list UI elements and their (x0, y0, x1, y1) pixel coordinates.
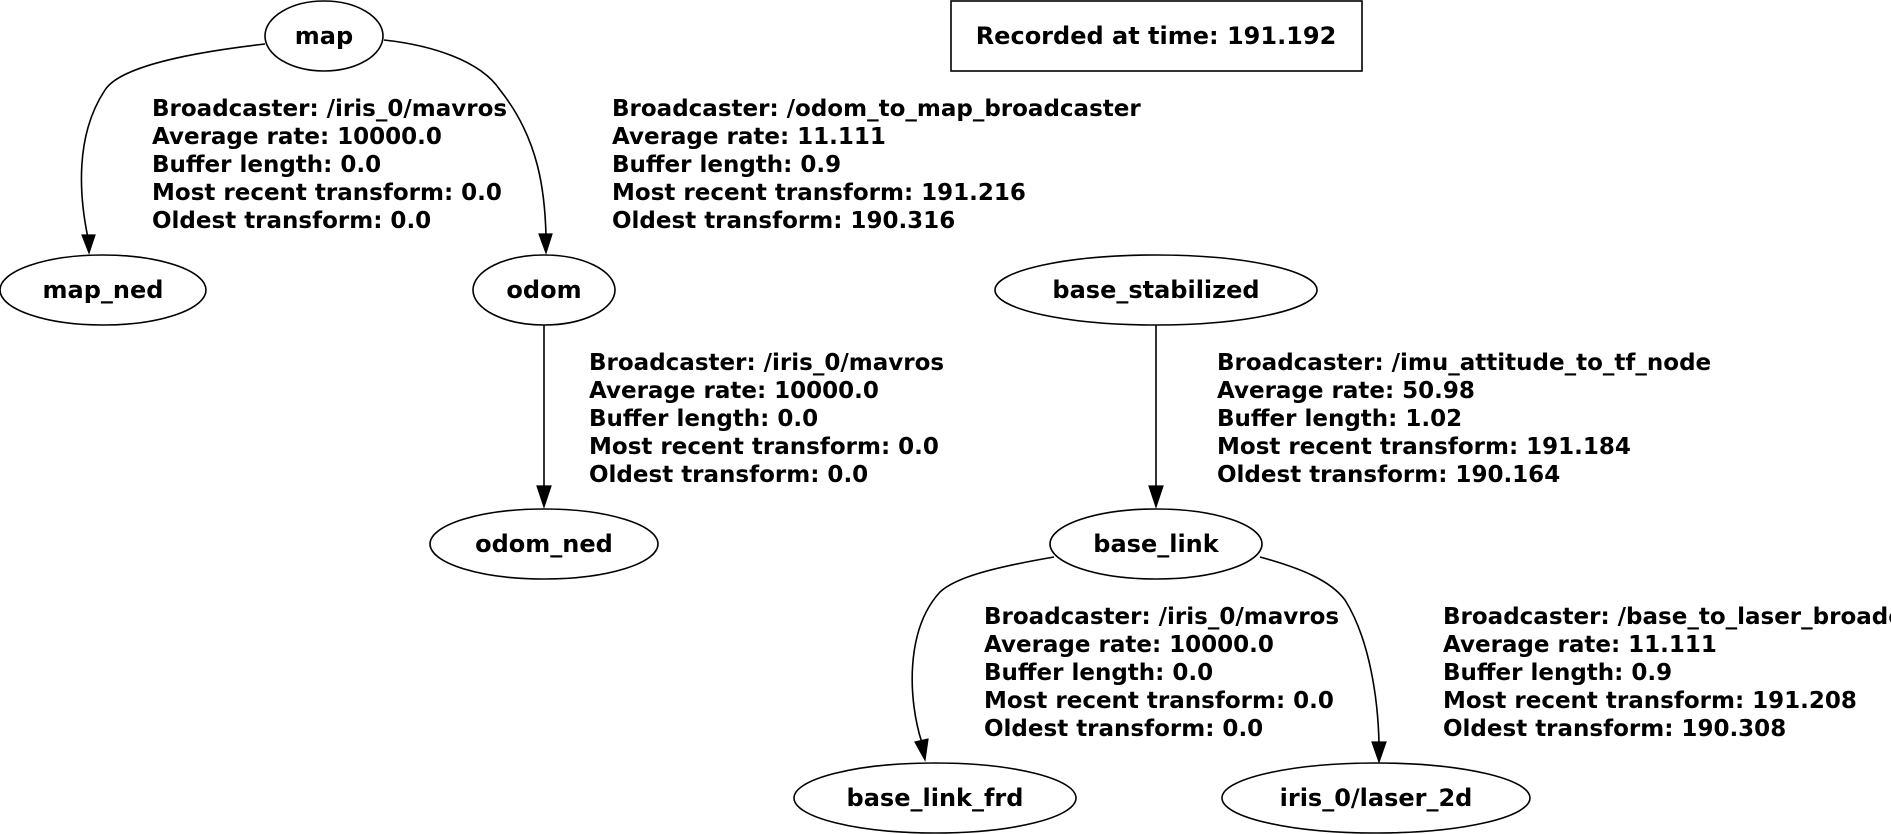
edge-label-line: Oldest transform: 0.0 (152, 208, 431, 234)
node-base-stabilized[interactable]: base_stabilized (994, 254, 1318, 326)
edge-label-line: Buffer length: 1.02 (1217, 406, 1462, 432)
edge-label-line: Broadcaster: /iris_0/mavros (984, 604, 1339, 630)
edge-label-line: Oldest transform: 0.0 (984, 716, 1263, 742)
edge-map-to-odom (383, 39, 553, 255)
edge-label-line: Most recent transform: 0.0 (984, 688, 1334, 714)
arrow-head (1371, 741, 1387, 764)
edge-line (911, 556, 1055, 744)
recorded-time-box: Recorded at time: 191.192 (950, 0, 1363, 72)
node-map-ned[interactable]: map_ned (0, 254, 207, 326)
edge-label-line: Most recent transform: 191.216 (612, 180, 1026, 206)
node-map[interactable]: map (264, 0, 384, 72)
edge-label-line: Most recent transform: 0.0 (589, 434, 939, 460)
edge-label-line: Most recent transform: 191.208 (1443, 688, 1857, 714)
edge-label-line: Buffer length: 0.9 (612, 152, 841, 178)
recorded-time-label: Recorded at time: 191.192 (976, 22, 1337, 50)
node-label: base_stabilized (1052, 276, 1259, 304)
edge-label-line: Average rate: 10000.0 (152, 124, 442, 150)
edge-base-link-to-laser-2d (1259, 556, 1387, 764)
edge-odom-to-odom-ned (536, 325, 552, 509)
edge-label-line: Broadcaster: /base_to_laser_broadcaster (1443, 604, 1891, 630)
node-odom-ned[interactable]: odom_ned (429, 508, 659, 580)
node-ellipse (0, 254, 207, 326)
node-ellipse (793, 762, 1077, 834)
edge-label-line: Broadcaster: /imu_attitude_to_tf_node (1217, 350, 1711, 376)
node-label: base_link_frd (847, 784, 1024, 812)
node-laser-2d[interactable]: iris_0/laser_2d (1221, 762, 1531, 834)
edge-label-line: Oldest transform: 190.308 (1443, 716, 1786, 742)
recorded-time-frame (950, 0, 1363, 72)
node-ellipse (472, 254, 616, 326)
edge-line (80, 43, 266, 239)
edge-label-line: Broadcaster: /iris_0/mavros (589, 350, 944, 376)
node-base-link-frd[interactable]: base_link_frd (793, 762, 1077, 834)
edge-label-line: Average rate: 10000.0 (589, 378, 879, 404)
edge-label-line: Oldest transform: 0.0 (589, 462, 868, 488)
edge-base-stabilized-to-base-link (1148, 325, 1164, 509)
edge-label-line: Buffer length: 0.9 (1443, 660, 1672, 686)
node-base-link[interactable]: base_link (1049, 508, 1263, 580)
edge-label-line: Broadcaster: /iris_0/mavros (152, 96, 507, 122)
node-label: iris_0/laser_2d (1280, 784, 1473, 812)
edge-label-line: Average rate: 11.111 (612, 124, 886, 150)
edge-label-line: Broadcaster: /odom_to_map_broadcaster (612, 96, 1141, 122)
node-ellipse (1049, 508, 1263, 580)
node-label: odom_ned (475, 530, 613, 558)
node-ellipse (994, 254, 1318, 326)
edge-label-line: Oldest transform: 190.164 (1217, 462, 1560, 488)
edge-map-to-map-ned (80, 43, 266, 255)
edge-label-map-to-odom: Broadcaster: /odom_to_map_broadcasterAve… (612, 96, 1141, 234)
node-ellipse (1221, 762, 1531, 834)
edge-label-base-link-to-laser-2d: Broadcaster: /base_to_laser_broadcasterA… (1443, 604, 1891, 742)
edge-label-line: Average rate: 11.111 (1443, 632, 1717, 658)
node-label: map_ned (43, 276, 164, 304)
node-odom[interactable]: odom (472, 254, 616, 326)
edge-label-line: Average rate: 10000.0 (984, 632, 1274, 658)
edge-label-line: Oldest transform: 190.316 (612, 208, 955, 234)
node-label: odom (506, 276, 581, 304)
arrow-head (1148, 485, 1164, 509)
edge-label-line: Buffer length: 0.0 (984, 660, 1213, 686)
node-label: base_link (1093, 530, 1219, 558)
edge-line (1259, 556, 1380, 744)
node-ellipse (264, 0, 384, 72)
edge-label-line: Average rate: 50.98 (1217, 378, 1475, 404)
edge-label-base-stabilized-to-base-link: Broadcaster: /imu_attitude_to_tf_nodeAve… (1217, 350, 1711, 488)
edge-label-line: Buffer length: 0.0 (589, 406, 818, 432)
edge-line (383, 39, 547, 237)
arrow-head (914, 738, 929, 762)
arrow-head (81, 234, 96, 255)
edge-base-link-to-base-link-frd (911, 556, 1055, 762)
node-label: map (295, 22, 353, 50)
edge-label-line: Buffer length: 0.0 (152, 152, 381, 178)
node-ellipse (429, 508, 659, 580)
arrow-head (536, 485, 552, 509)
arrow-head (538, 233, 553, 255)
edge-label-line: Most recent transform: 0.0 (152, 180, 502, 206)
edge-label-line: Most recent transform: 191.184 (1217, 434, 1631, 460)
